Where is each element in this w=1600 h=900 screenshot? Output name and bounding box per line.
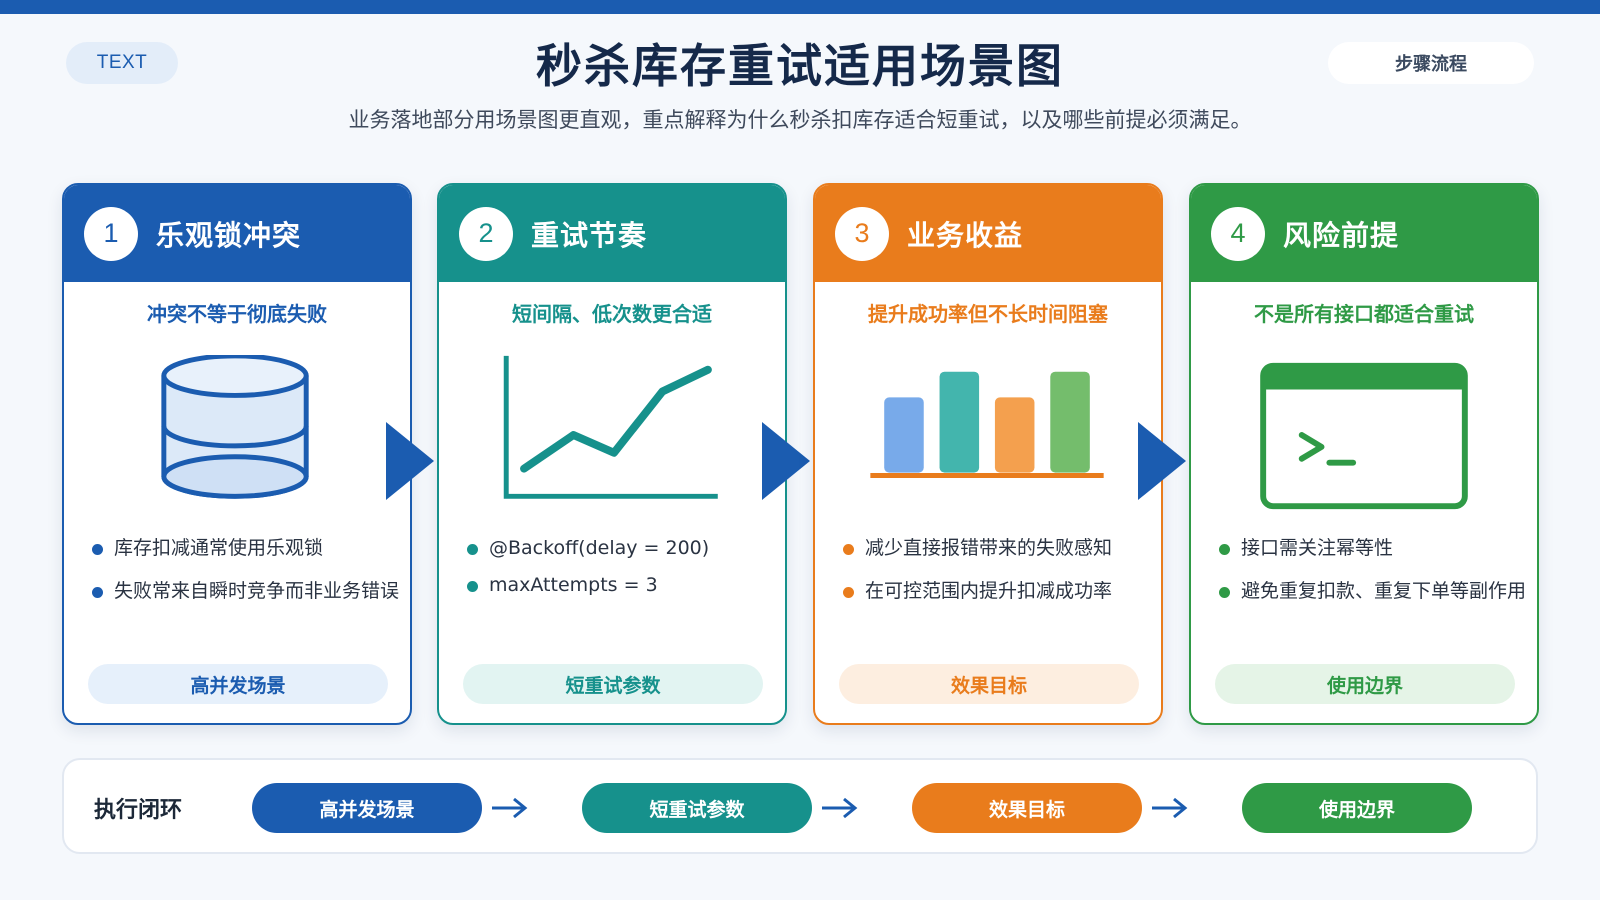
- card-header: 2 重试节奏: [439, 185, 785, 282]
- card-header: 3 业务收益: [815, 185, 1161, 282]
- loop-step-usage-boundary: 使用边界: [1242, 783, 1472, 833]
- bullet-item: 在可控范围内提升扣减成功率: [839, 578, 1161, 605]
- card-subtitle: 冲突不等于彻底失败: [147, 302, 327, 326]
- card-bullets: @Backoff(delay = 200) maxAttempts = 3: [463, 535, 785, 615]
- bullet-item: 接口需关注幂等性: [1215, 535, 1537, 562]
- database-icon: [161, 355, 309, 499]
- card-subtitle: 不是所有接口都适合重试: [1254, 302, 1474, 326]
- card-optimistic-lock: 1 乐观锁冲突 冲突不等于彻底失败 库存扣减通常使用乐观锁 失败常来自瞬时竞争而…: [62, 183, 412, 725]
- card-title: 业务收益: [907, 218, 1024, 252]
- loop-step-high-concurrency: 高并发场景: [252, 783, 482, 833]
- step-number-badge: 3: [835, 206, 889, 261]
- top-accent-bar: [0, 0, 1600, 14]
- card-tag-pill: 短重试参数: [463, 664, 763, 704]
- step-number-badge: 2: [459, 206, 513, 261]
- bullet-item: 库存扣减通常使用乐观锁: [88, 535, 410, 562]
- card-title: 风险前提: [1283, 218, 1400, 252]
- step-flow-tag: 步骤流程: [1328, 42, 1534, 84]
- card-subtitle: 提升成功率但不长时间阻塞: [868, 302, 1108, 326]
- card-risk-premise: 4 风险前提 不是所有接口都适合重试 接口需关注幂等性 避免重复扣款、重复下单等…: [1189, 183, 1539, 725]
- card-bullets: 减少直接报错带来的失败感知 在可控范围内提升扣减成功率: [839, 535, 1161, 621]
- line-chart-icon: [503, 355, 718, 499]
- loop-step-retry-params: 短重试参数: [582, 783, 812, 833]
- loop-label: 执行闭环: [94, 798, 183, 823]
- arrow-right-icon: [762, 422, 810, 500]
- arrow-right-icon: [822, 797, 858, 819]
- card-title: 重试节奏: [531, 218, 648, 252]
- loop-step-effect-goal: 效果目标: [912, 783, 1142, 833]
- card-bullets: 接口需关注幂等性 避免重复扣款、重复下单等副作用: [1215, 535, 1537, 621]
- card-tag-pill: 高并发场景: [88, 664, 388, 704]
- step-number-badge: 4: [1211, 206, 1265, 261]
- bullet-item: @Backoff(delay = 200): [463, 535, 763, 562]
- card-header: 1 乐观锁冲突: [64, 185, 410, 282]
- bar-chart-icon: [870, 371, 1104, 479]
- card-tag-pill: 效果目标: [839, 664, 1139, 704]
- execution-loop-panel: 执行闭环 高并发场景 短重试参数 效果目标 使用边界: [62, 758, 1538, 854]
- arrow-right-icon: [386, 422, 434, 500]
- bullet-item: maxAttempts = 3: [463, 572, 785, 599]
- step-number-badge: 1: [84, 206, 138, 261]
- card-bullets: 库存扣减通常使用乐观锁 失败常来自瞬时竞争而非业务错误: [88, 535, 410, 621]
- page-title: 秒杀库存重试适用场景图: [536, 39, 1064, 93]
- card-tag-pill: 使用边界: [1215, 664, 1515, 704]
- card-header: 4 风险前提: [1191, 185, 1537, 282]
- page-subtitle: 业务落地部分用场景图更直观，重点解释为什么秒杀扣库存适合短重试，以及哪些前提必须…: [348, 108, 1252, 132]
- card-retry-rhythm: 2 重试节奏 短间隔、低次数更合适 @Backoff(delay = 200) …: [437, 183, 787, 725]
- arrow-right-icon: [1138, 422, 1186, 500]
- card-title: 乐观锁冲突: [156, 218, 302, 252]
- terminal-icon: [1260, 362, 1468, 510]
- arrow-right-icon: [492, 797, 528, 819]
- bullet-item: 失败常来自瞬时竞争而非业务错误: [88, 578, 410, 605]
- card-subtitle: 短间隔、低次数更合适: [512, 302, 712, 326]
- bullet-item: 减少直接报错带来的失败感知: [839, 535, 1161, 562]
- text-tag: TEXT: [66, 42, 178, 84]
- bullet-item: 避免重复扣款、重复下单等副作用: [1215, 578, 1537, 605]
- card-business-benefit: 3 业务收益 提升成功率但不长时间阻塞 减少直接报错带来的失败感知 在可控范围内…: [813, 183, 1163, 725]
- arrow-right-icon: [1152, 797, 1188, 819]
